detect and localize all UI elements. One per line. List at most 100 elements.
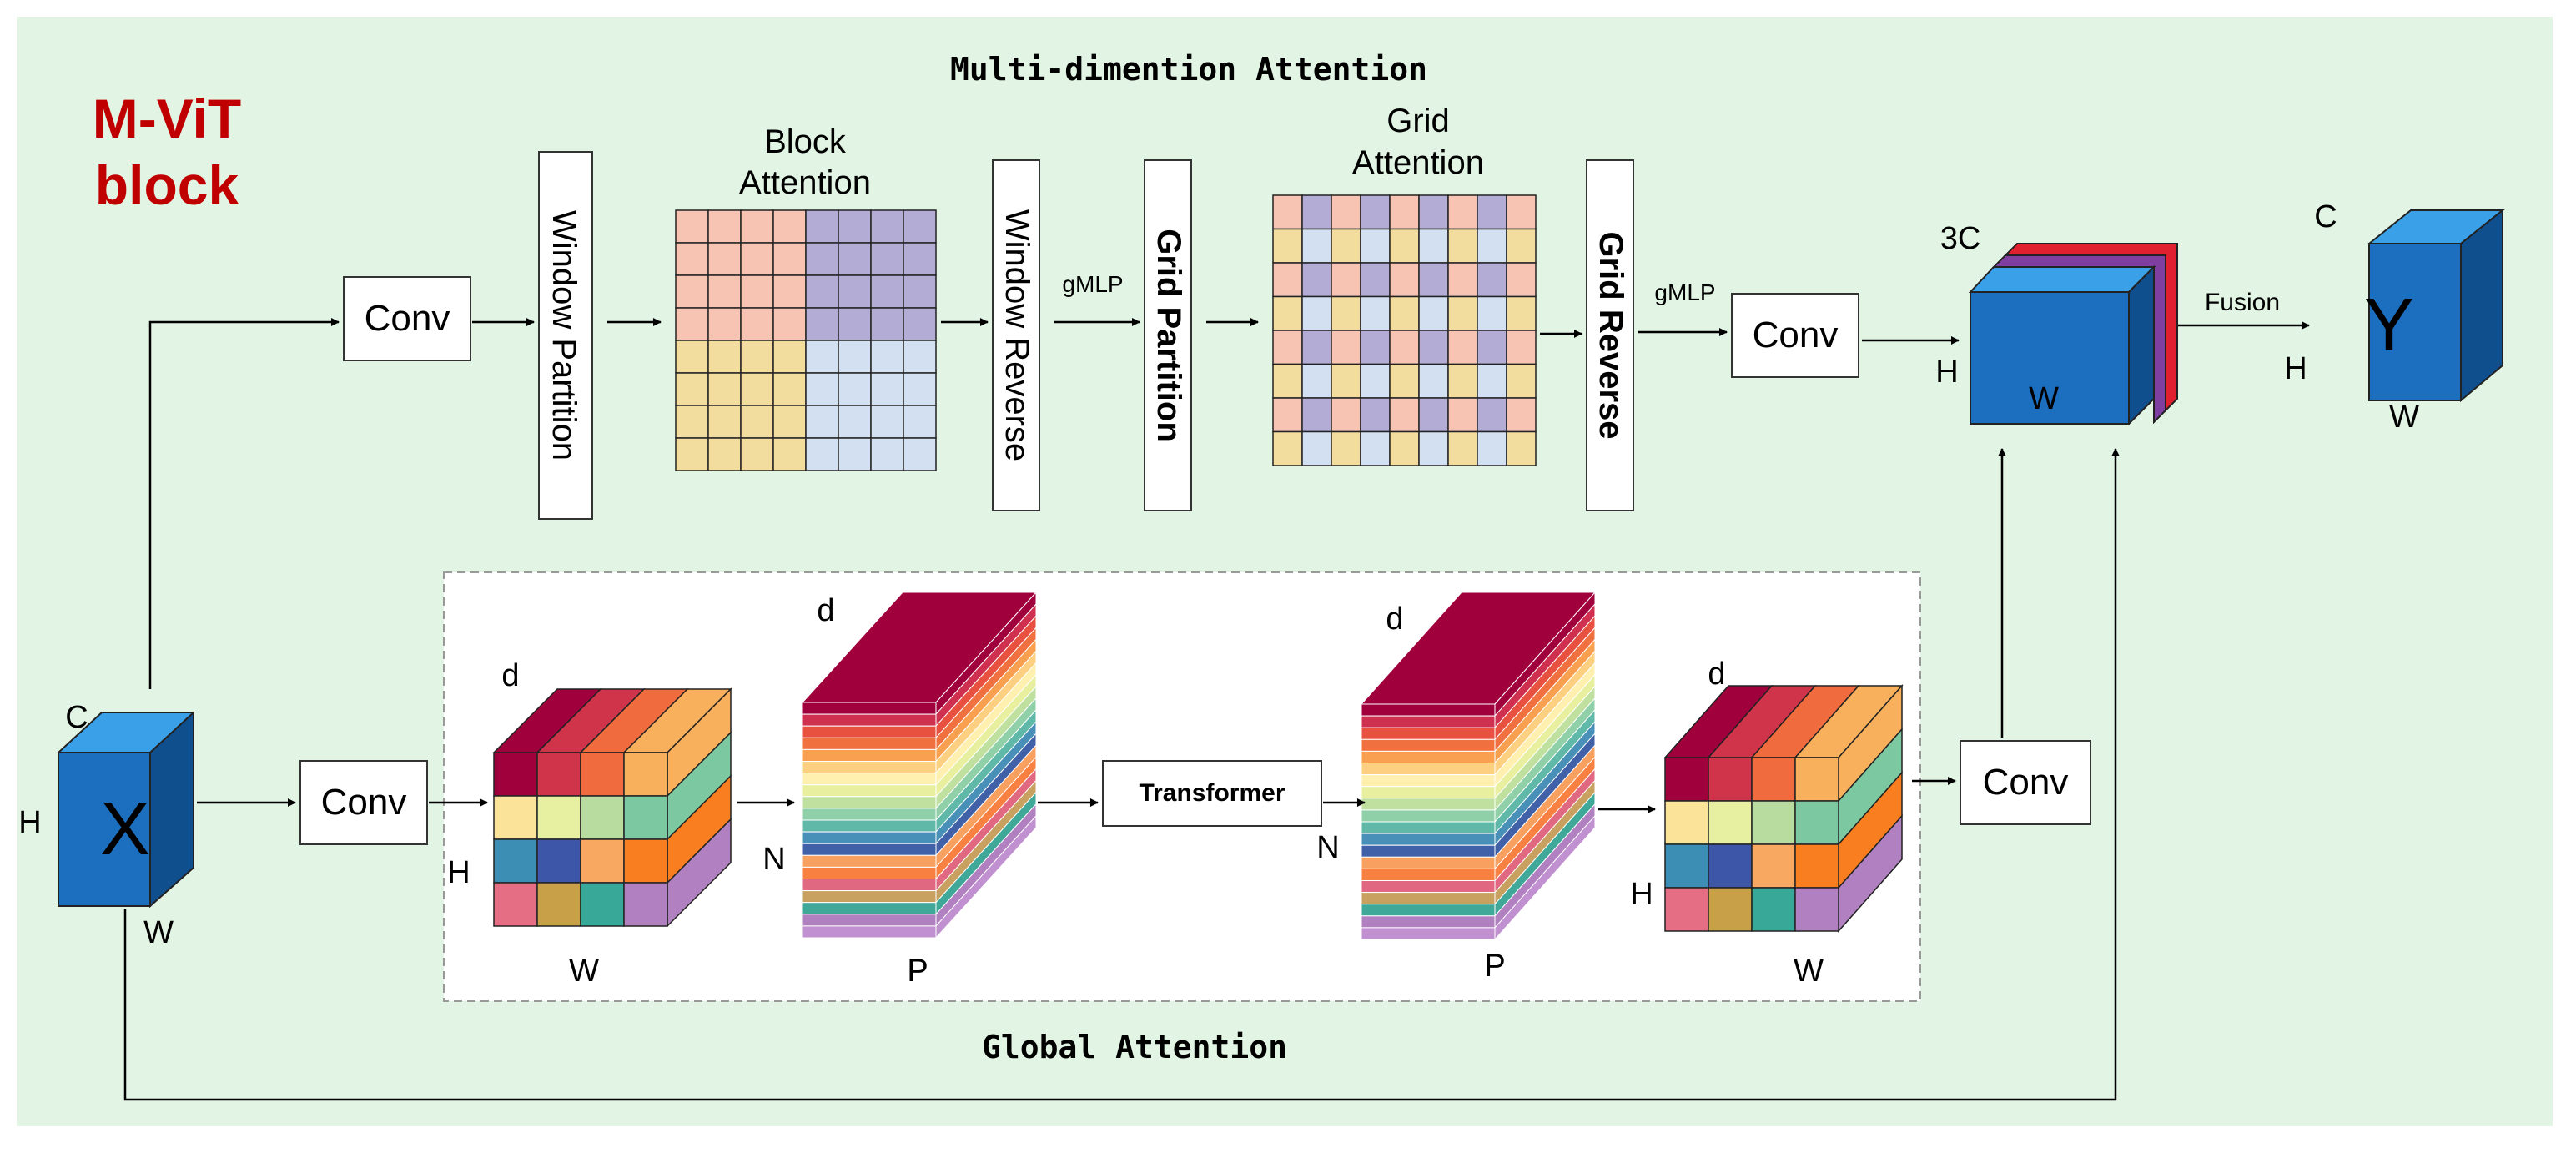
block-cell bbox=[838, 405, 872, 439]
cube-front-cell bbox=[1664, 757, 1709, 802]
slab-front-layer bbox=[802, 902, 937, 915]
grid-cell bbox=[1506, 194, 1537, 230]
grid-cell bbox=[1331, 262, 1361, 298]
grid-cell bbox=[1360, 397, 1391, 433]
grid-cell bbox=[1477, 330, 1507, 365]
cube-front-cell bbox=[493, 882, 538, 927]
slab-front-layer bbox=[802, 784, 937, 798]
concat-h-label: H bbox=[1935, 355, 1958, 390]
bottom-arrows bbox=[123, 448, 2120, 1101]
output-cube: Y C H W bbox=[2284, 199, 2505, 435]
block-cell bbox=[870, 405, 904, 439]
fusion-label: Fusion bbox=[2205, 289, 2280, 316]
cube-front-cell bbox=[493, 795, 538, 840]
grid-cell bbox=[1360, 194, 1391, 230]
block-cell bbox=[740, 437, 774, 471]
block-cell bbox=[870, 209, 904, 244]
grid-cell bbox=[1477, 363, 1507, 399]
grid-attention-grid bbox=[1272, 194, 1537, 466]
slab-front-layer bbox=[802, 866, 937, 880]
transformer-box bbox=[1102, 760, 1322, 827]
grid-cell bbox=[1331, 228, 1361, 264]
slab2-d-label: d bbox=[1386, 602, 1403, 637]
slab-front-layer bbox=[802, 925, 937, 939]
grid-partition-label: Grid Partition bbox=[1150, 229, 1187, 442]
block-cell bbox=[772, 340, 807, 374]
residual-skip-arrow bbox=[123, 448, 2120, 1101]
grid-cell bbox=[1418, 363, 1449, 399]
concat-top bbox=[1968, 266, 2156, 293]
grid-cell bbox=[1506, 397, 1537, 433]
y-front bbox=[2368, 243, 2462, 401]
grid-reverse-label: Grid Reverse bbox=[1592, 231, 1629, 439]
global-attention-title: Global Attention bbox=[982, 1029, 1287, 1065]
block-cell bbox=[675, 209, 709, 244]
cube-front-cell bbox=[536, 882, 581, 927]
slab-front-layer bbox=[1361, 798, 1496, 811]
block-cell bbox=[805, 209, 839, 244]
block-cell bbox=[805, 242, 839, 276]
grid-cell bbox=[1447, 363, 1478, 399]
grid-attention-label-2: Attention bbox=[1352, 144, 1484, 181]
cube-front-cell bbox=[493, 838, 538, 884]
grid-cell bbox=[1272, 363, 1303, 399]
block-cell bbox=[707, 209, 742, 244]
grid-cell bbox=[1506, 330, 1537, 365]
slab-front-layer bbox=[802, 879, 937, 892]
slab-front-layer bbox=[1361, 904, 1496, 917]
cube-front-cell bbox=[1664, 843, 1709, 889]
grid-cell bbox=[1301, 262, 1332, 298]
slab-front-layer bbox=[1361, 915, 1496, 929]
grid-cell bbox=[1506, 228, 1537, 264]
block-cell bbox=[772, 437, 807, 471]
bottom-conv-in-box bbox=[299, 760, 428, 845]
block-cell bbox=[740, 242, 774, 276]
grid-cell bbox=[1301, 295, 1332, 331]
grid-cell bbox=[1272, 397, 1303, 433]
block-cell bbox=[805, 405, 839, 439]
block-cell bbox=[740, 340, 774, 374]
bottom-conv-in-label: Conv bbox=[321, 782, 407, 823]
slab-front-layer bbox=[802, 890, 937, 904]
block-label-line2: block bbox=[95, 154, 239, 216]
block-cell bbox=[805, 437, 839, 471]
cube-front-cell bbox=[536, 752, 581, 797]
block-cell bbox=[903, 242, 937, 276]
grid-cell bbox=[1477, 262, 1507, 298]
grid-attention-label-1: Grid bbox=[1386, 103, 1450, 139]
slab1-n-label: N bbox=[762, 842, 785, 877]
top-conv2-box bbox=[1731, 293, 1859, 378]
slab-front-layer bbox=[802, 725, 937, 738]
feature-cube-1 bbox=[492, 687, 732, 928]
grid-cell bbox=[1389, 363, 1420, 399]
slab-front-layer bbox=[802, 914, 937, 927]
cube-front-cell bbox=[1708, 887, 1753, 932]
slab-front-layer bbox=[1361, 833, 1496, 846]
gmlp-label-1: gMLP bbox=[1062, 271, 1123, 297]
top-arrows bbox=[148, 318, 2310, 689]
token-slab-1 bbox=[801, 591, 1038, 939]
top-conv-label: Conv bbox=[365, 298, 450, 339]
grid-cell bbox=[1418, 430, 1449, 466]
grid-cell bbox=[1331, 430, 1361, 466]
block-cell bbox=[838, 437, 872, 471]
block-cell bbox=[772, 307, 807, 341]
x-h-label: H bbox=[18, 805, 41, 840]
slab-front-layer bbox=[802, 808, 937, 821]
block-cell bbox=[772, 209, 807, 244]
x-label: X bbox=[100, 788, 150, 871]
grid-cell bbox=[1389, 262, 1420, 298]
cube-front-cell bbox=[1794, 887, 1839, 932]
grid-cell bbox=[1360, 430, 1391, 466]
slab-front-layer bbox=[1361, 844, 1496, 858]
block-cell bbox=[772, 242, 807, 276]
cube1-h-label: H bbox=[447, 855, 470, 890]
cube-front-cell bbox=[1751, 757, 1796, 802]
grid-cell bbox=[1389, 295, 1420, 331]
cube-front-cell bbox=[1751, 843, 1796, 889]
top-conv-box bbox=[343, 276, 471, 361]
cube-front-cell bbox=[536, 795, 581, 840]
block-cell bbox=[838, 242, 872, 276]
grid-cell bbox=[1447, 194, 1478, 230]
block-cell bbox=[740, 405, 774, 439]
